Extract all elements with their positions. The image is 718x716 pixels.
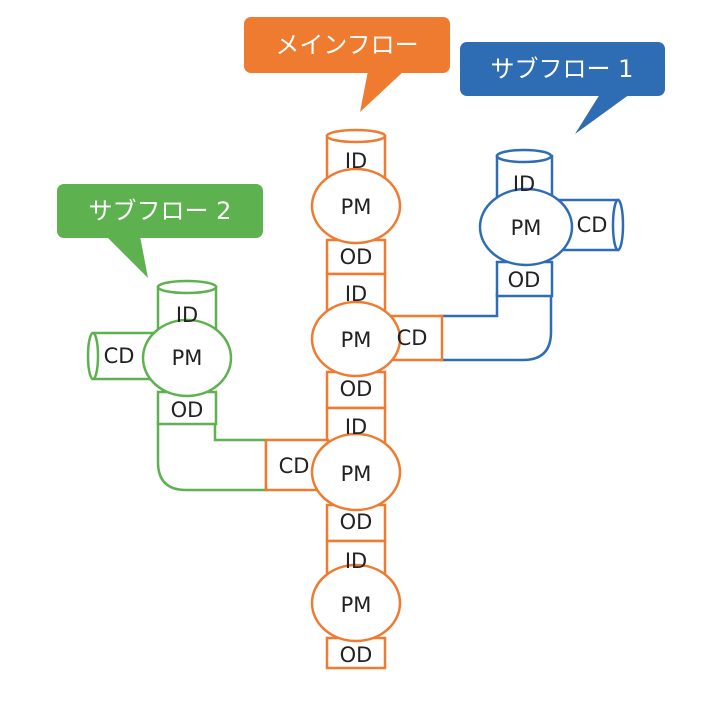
main-unit-1-pm bbox=[310, 167, 402, 245]
main-unit-2-cd-label: CD bbox=[397, 326, 428, 350]
main-unit-3-pm-label: PM bbox=[341, 462, 372, 486]
sub-flow-2-od-label: OD bbox=[171, 398, 204, 422]
callout-sub-flow-1: サブフロー 1 bbox=[460, 42, 665, 134]
main-unit-2-pm-label: PM bbox=[341, 328, 372, 352]
callout-sub-flow-1-label: サブフロー 1 bbox=[491, 55, 634, 83]
main-unit-1-od-label: OD bbox=[340, 245, 373, 269]
sub-flow-1-od-label: OD bbox=[508, 268, 541, 292]
sub-flow-1-elbow-pipe bbox=[438, 292, 553, 362]
sub-flow-1-pm-label: PM bbox=[511, 216, 542, 240]
main-unit-4-pm bbox=[310, 563, 402, 643]
sub-flow-1: ID PM OD CD bbox=[438, 148, 625, 362]
main-unit-2-id-label: ID bbox=[345, 282, 367, 306]
main-unit-4-pm-label: PM bbox=[341, 593, 372, 617]
sub-flow-2-cd-label: CD bbox=[104, 344, 135, 368]
main-unit-1-id-label: ID bbox=[345, 149, 367, 173]
sub-flow-1-cd-label: CD bbox=[577, 213, 608, 237]
main-unit-4-id-label: ID bbox=[345, 549, 367, 573]
callout-sub-flow-2: サブフロー 2 bbox=[57, 184, 263, 278]
main-unit-2-od-label: OD bbox=[340, 377, 373, 401]
callout-sub-flow-2-label: サブフロー 2 bbox=[89, 197, 232, 225]
main-flow: ID PM OD ID PM OD CD ID PM OD CD ID PM O… bbox=[264, 128, 444, 670]
sub-flow-2-pm bbox=[141, 318, 233, 398]
sub-flow-1-id-label: ID bbox=[513, 172, 535, 196]
callout-main-flow-label: メインフロー bbox=[275, 31, 418, 59]
main-unit-4-od-label: OD bbox=[340, 643, 373, 667]
sub-flow-2-elbow-pipe bbox=[156, 420, 268, 492]
main-unit-3-cd-label: CD bbox=[279, 454, 310, 478]
main-unit-3-od-label: OD bbox=[340, 510, 373, 534]
sub-flow-1-pm bbox=[478, 187, 574, 267]
sub-flow-2-pm-label: PM bbox=[172, 346, 203, 370]
main-unit-3-id-label: ID bbox=[345, 415, 367, 439]
main-unit-3-pm bbox=[310, 432, 402, 512]
callout-main-flow: メインフロー bbox=[244, 17, 450, 112]
main-unit-2-pm bbox=[310, 300, 402, 378]
sub-flow-2: ID PM OD CD bbox=[86, 279, 268, 492]
sub-flow-2-id-label: ID bbox=[176, 303, 198, 327]
main-unit-1-pm-label: PM bbox=[341, 195, 372, 219]
